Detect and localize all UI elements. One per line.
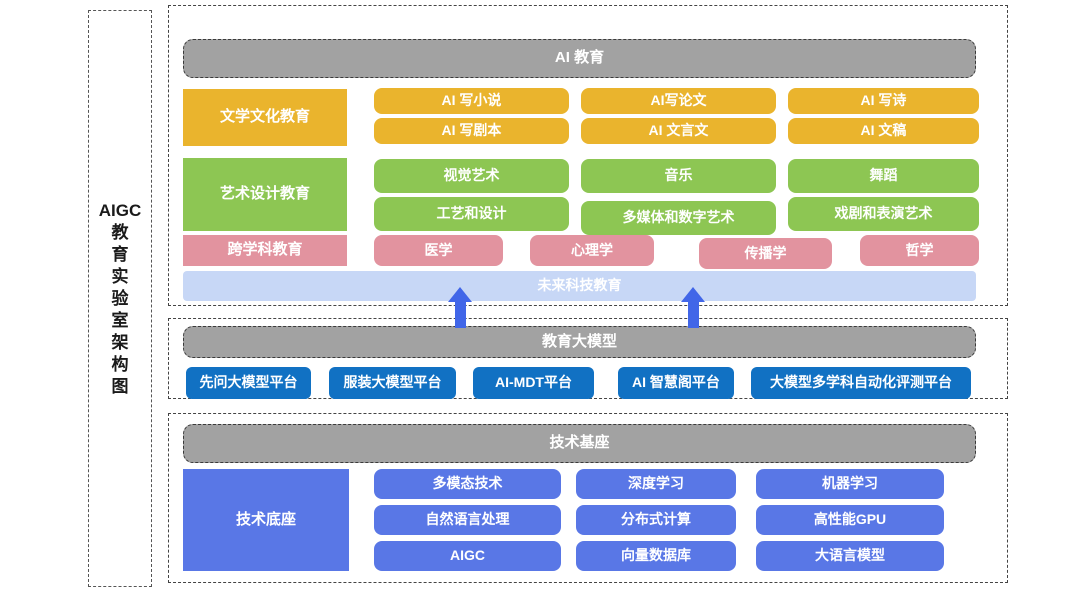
arrow-up-icon bbox=[681, 287, 705, 328]
diagram-title-latin: AIGC bbox=[98, 200, 142, 220]
tech-item: AIGC bbox=[374, 541, 561, 571]
edu-item: AI写论文 bbox=[581, 88, 776, 114]
diagram-title-char: 育 bbox=[111, 244, 129, 264]
tech-row-3: AIGC 向量数据库 大语言模型 bbox=[374, 541, 979, 571]
arrow-head bbox=[681, 287, 705, 302]
tech-item: 分布式计算 bbox=[576, 505, 736, 535]
sidebar-title-box: AIGC 教 育 实 验 室 架 构 图 bbox=[88, 10, 152, 587]
tech-item: 多模态技术 bbox=[374, 469, 561, 499]
arrow-stem bbox=[454, 302, 466, 328]
edu-item: 舞蹈 bbox=[788, 159, 979, 193]
platform-item: AI 智慧阁平台 bbox=[618, 367, 734, 399]
literature-row-2: AI 写剧本 AI 文言文 AI 文稿 bbox=[374, 118, 979, 144]
tech-item: 大语言模型 bbox=[756, 541, 944, 571]
edu-item: 音乐 bbox=[581, 159, 776, 193]
diagram-title-char: 实 bbox=[111, 266, 129, 286]
arrow-stem bbox=[687, 302, 699, 328]
tech-base-header: 技术基座 bbox=[183, 424, 976, 463]
tech-item: 高性能GPU bbox=[756, 505, 944, 535]
platform-item: AI-MDT平台 bbox=[473, 367, 594, 399]
diagram-title-char: 图 bbox=[111, 376, 129, 396]
edu-item: 戏剧和表演艺术 bbox=[788, 197, 979, 231]
tech-item: 深度学习 bbox=[576, 469, 736, 499]
diagram-title-char: 构 bbox=[111, 354, 129, 374]
arrow-up-icon bbox=[448, 287, 472, 328]
edu-item: 心理学 bbox=[530, 235, 654, 266]
art-row-1: 视觉艺术 音乐 舞蹈 bbox=[374, 159, 979, 193]
tech-item: 向量数据库 bbox=[576, 541, 736, 571]
category-art-design: 艺术设计教育 bbox=[183, 158, 347, 231]
edu-item: 哲学 bbox=[860, 235, 979, 266]
diagram-title-char: 架 bbox=[111, 332, 129, 352]
diagram-title-char: 验 bbox=[111, 288, 129, 308]
edu-item: AI 写诗 bbox=[788, 88, 979, 114]
category-literature-culture: 文学文化教育 bbox=[183, 89, 347, 146]
platform-item: 服装大模型平台 bbox=[329, 367, 456, 399]
tech-row-2: 自然语言处理 分布式计算 高性能GPU bbox=[374, 505, 979, 535]
edu-item: 多媒体和数字艺术 bbox=[581, 201, 776, 235]
category-interdisciplinary: 跨学科教育 bbox=[183, 235, 347, 266]
arrow-head bbox=[448, 287, 472, 302]
edu-item: AI 文稿 bbox=[788, 118, 979, 144]
education-model-header: 教育大模型 bbox=[183, 326, 976, 358]
edu-item: 工艺和设计 bbox=[374, 197, 569, 231]
edu-item: 医学 bbox=[374, 235, 503, 266]
future-tech-banner: 未来科技教育 bbox=[183, 271, 976, 301]
section-education-model: 教育大模型 先问大模型平台 服装大模型平台 AI-MDT平台 AI 智慧阁平台 … bbox=[168, 318, 1008, 399]
tech-foundation-block: 技术底座 bbox=[183, 469, 349, 571]
literature-row-1: AI 写小说 AI写论文 AI 写诗 bbox=[374, 88, 979, 114]
ai-education-header: AI 教育 bbox=[183, 39, 976, 78]
section-tech-base: 技术基座 技术底座 多模态技术 深度学习 机器学习 自然语言处理 分布式计算 高… bbox=[168, 413, 1008, 583]
art-row-2: 工艺和设计 多媒体和数字艺术 戏剧和表演艺术 bbox=[374, 197, 979, 235]
diagram-title: AIGC 教 育 实 验 室 架 构 图 bbox=[99, 200, 142, 398]
platform-item: 大模型多学科自动化评测平台 bbox=[751, 367, 971, 399]
platform-item: 先问大模型平台 bbox=[186, 367, 311, 399]
tech-item: 自然语言处理 bbox=[374, 505, 561, 535]
edu-item: AI 写剧本 bbox=[374, 118, 569, 144]
edu-item: AI 写小说 bbox=[374, 88, 569, 114]
edu-item: 视觉艺术 bbox=[374, 159, 569, 193]
diagram-title-char: 室 bbox=[111, 310, 129, 330]
edu-item: 传播学 bbox=[699, 238, 832, 269]
diagram-title-char: 教 bbox=[111, 222, 129, 242]
tech-item: 机器学习 bbox=[756, 469, 944, 499]
section-ai-education: AI 教育 文学文化教育 AI 写小说 AI写论文 AI 写诗 AI 写剧本 A… bbox=[168, 5, 1008, 306]
tech-row-1: 多模态技术 深度学习 机器学习 bbox=[374, 469, 979, 499]
edu-item: AI 文言文 bbox=[581, 118, 776, 144]
